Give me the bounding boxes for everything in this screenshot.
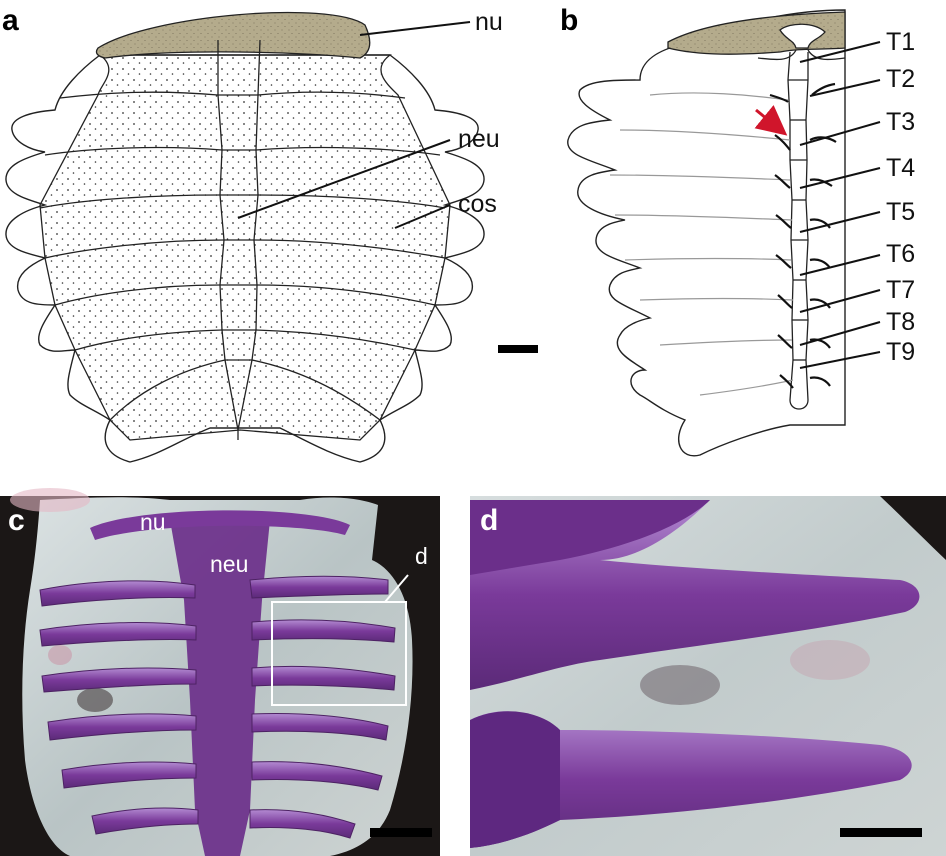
panel-b-letter: b bbox=[560, 4, 578, 37]
panel-c-letter: c bbox=[8, 504, 25, 537]
embryo-carapace-outline bbox=[567, 9, 846, 457]
inset-box-d bbox=[271, 601, 407, 706]
red-arrow bbox=[754, 104, 788, 136]
t1-vertebra bbox=[779, 23, 826, 49]
scale-bar-c bbox=[370, 828, 432, 837]
label-t6: T6 bbox=[886, 240, 915, 268]
rib-stubs bbox=[769, 82, 837, 389]
label-cos: cos bbox=[458, 190, 497, 218]
panel-d-letter: d bbox=[480, 504, 498, 537]
d-dark-corner bbox=[880, 496, 946, 560]
rib-traces bbox=[609, 92, 794, 396]
tissue-pink-top bbox=[10, 488, 90, 512]
d-lower-base bbox=[470, 711, 560, 848]
costal-sutures-right bbox=[251, 91, 446, 421]
label-t2: T2 bbox=[886, 65, 915, 93]
t1-ribs bbox=[757, 49, 846, 61]
panel-a-letter: a bbox=[2, 4, 19, 37]
panel-c: c nu neu d bbox=[0, 488, 440, 856]
d-pink-spot bbox=[790, 640, 870, 680]
label-t3: T3 bbox=[886, 108, 915, 136]
costal-sutures-left bbox=[39, 91, 226, 421]
d-dark-spot bbox=[640, 665, 720, 705]
label-c-nu: nu bbox=[140, 509, 166, 535]
label-t4: T4 bbox=[886, 154, 915, 182]
stained-nuchal bbox=[90, 510, 350, 540]
panel-b: b bbox=[560, 4, 915, 457]
carapace-plates bbox=[39, 54, 451, 441]
scale-bar-d bbox=[840, 828, 922, 837]
label-t9: T9 bbox=[886, 338, 915, 366]
label-nu: nu bbox=[475, 8, 503, 36]
tissue-pink-spot bbox=[48, 645, 72, 665]
leader-neu bbox=[237, 139, 451, 219]
d-upper-base bbox=[470, 500, 710, 575]
t-leaders bbox=[799, 41, 881, 369]
tissue-dark-spot bbox=[77, 688, 113, 712]
label-c-neu: neu bbox=[210, 551, 248, 577]
vertebra-joints bbox=[788, 79, 808, 361]
neural-divisions bbox=[218, 94, 258, 361]
nuchal-plate bbox=[95, 11, 371, 59]
scale-bar-a bbox=[498, 345, 538, 353]
label-c-d: d bbox=[415, 543, 428, 569]
label-t8: T8 bbox=[886, 308, 915, 336]
leader-cos bbox=[394, 204, 451, 229]
d-lower-rib bbox=[470, 711, 912, 848]
label-t7: T7 bbox=[886, 276, 915, 304]
label-t5: T5 bbox=[886, 198, 915, 226]
vertebral-column bbox=[787, 51, 809, 410]
stained-ribs bbox=[39, 575, 396, 839]
panel-a: a bbox=[2, 4, 538, 463]
label-t1: T1 bbox=[886, 28, 915, 56]
leader-nu bbox=[359, 21, 471, 36]
leader-d bbox=[384, 574, 409, 603]
panel-d: d bbox=[470, 496, 946, 856]
label-neu: neu bbox=[458, 125, 500, 153]
